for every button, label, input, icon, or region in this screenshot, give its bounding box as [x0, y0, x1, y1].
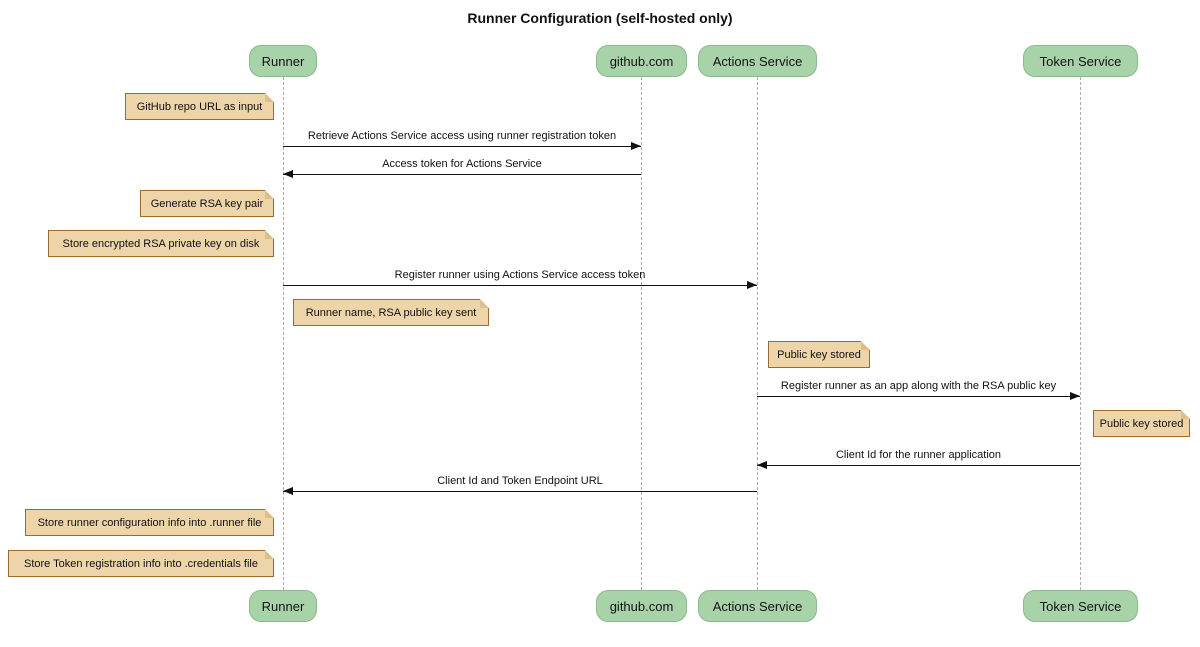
participant-token-service-top: Token Service	[1023, 45, 1138, 77]
message-label: Access token for Actions Service	[382, 158, 542, 170]
message-line	[283, 170, 641, 178]
lifeline-actions-service	[757, 77, 758, 590]
participant-github-top: github.com	[596, 45, 687, 77]
arrowhead-left-icon	[757, 461, 767, 469]
message-line	[283, 142, 641, 150]
lifeline-token-service	[1080, 77, 1081, 590]
arrowhead-left-icon	[283, 170, 293, 178]
message-label: Client Id for the runner application	[835, 449, 1002, 461]
message-label: Register runner using Actions Service ac…	[394, 269, 646, 281]
message-line	[283, 487, 757, 495]
participant-actions-service-bottom: Actions Service	[698, 590, 817, 622]
message-client-id-returned: Client Id for the runner application	[757, 449, 1080, 469]
note-github-repo-url-input: GitHub repo URL as input	[125, 93, 274, 120]
note-public-key-stored-token: Public key stored	[1093, 410, 1190, 437]
message-line	[757, 392, 1080, 400]
message-client-id-token-endpoint: Client Id and Token Endpoint URL	[283, 475, 757, 495]
message-label: Retrieve Actions Service access using ru…	[307, 130, 617, 142]
arrowhead-left-icon	[283, 487, 293, 495]
message-label: Client Id and Token Endpoint URL	[437, 475, 603, 487]
arrowhead-right-icon	[631, 142, 641, 150]
participant-runner-bottom: Runner	[249, 590, 317, 622]
lifeline-github	[641, 77, 642, 590]
arrowhead-right-icon	[747, 281, 757, 289]
message-access-token-returned: Access token for Actions Service	[283, 158, 641, 178]
note-runner-name-public-key-sent: Runner name, RSA public key sent	[293, 299, 489, 326]
message-line	[283, 281, 757, 289]
lifeline-runner	[283, 77, 284, 590]
diagram-title: Runner Configuration (self-hosted only)	[467, 10, 733, 26]
note-store-encrypted-private-key: Store encrypted RSA private key on disk	[48, 230, 274, 257]
message-line	[757, 461, 1080, 469]
message-register-runner-as-app: Register runner as an app along with the…	[757, 380, 1080, 400]
note-generate-rsa-key-pair: Generate RSA key pair	[140, 190, 274, 217]
participant-github-bottom: github.com	[596, 590, 687, 622]
message-label: Register runner as an app along with the…	[780, 380, 1057, 392]
message-retrieve-actions-access: Retrieve Actions Service access using ru…	[283, 130, 641, 150]
participant-actions-service-top: Actions Service	[698, 45, 817, 77]
note-public-key-stored-actions: Public key stored	[768, 341, 870, 368]
note-store-credentials-file: Store Token registration info into .cred…	[8, 550, 274, 577]
note-store-runner-file: Store runner configuration info into .ru…	[25, 509, 274, 536]
participant-token-service-bottom: Token Service	[1023, 590, 1138, 622]
participant-runner-top: Runner	[249, 45, 317, 77]
message-register-runner: Register runner using Actions Service ac…	[283, 269, 757, 289]
arrowhead-right-icon	[1070, 392, 1080, 400]
